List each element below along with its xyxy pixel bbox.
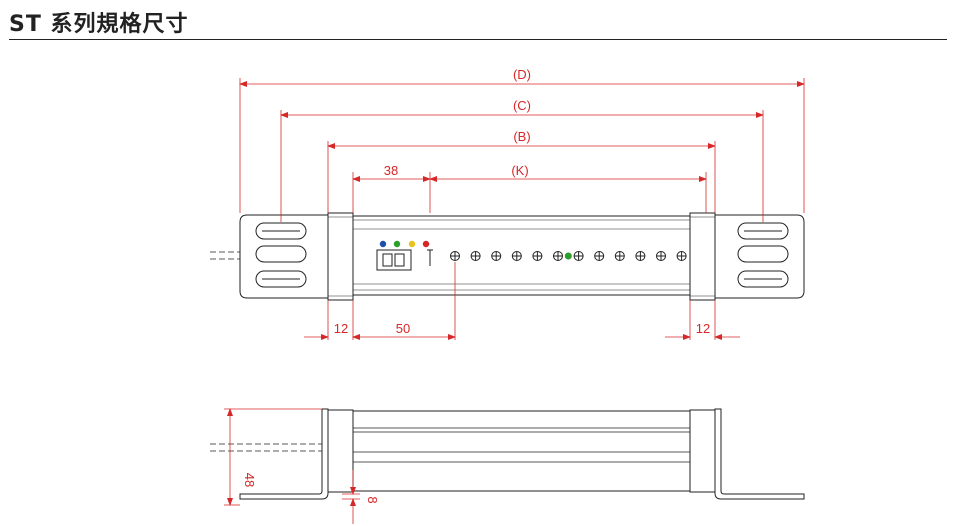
side-view — [210, 408, 805, 500]
beam-indicator-led — [564, 252, 572, 260]
right-l-bracket — [714, 408, 805, 500]
beam-lens-icon — [656, 251, 666, 261]
led-red — [422, 240, 430, 248]
top-view — [210, 212, 805, 301]
page-title: ST 系列規格尺寸 — [9, 12, 189, 37]
led-green — [393, 240, 401, 248]
cable-icon — [210, 443, 322, 452]
beam-lens-icon — [450, 251, 460, 261]
dim-label-k: (K) — [511, 163, 528, 178]
right-end-cap — [689, 212, 716, 301]
beam-lens-icon — [470, 251, 481, 261]
beam-lens-icon — [676, 251, 687, 261]
dim-label-d: (D) — [513, 67, 531, 82]
digit-display-icon — [376, 249, 412, 271]
sensor-body-side — [352, 410, 691, 492]
dim-label-8: 8 — [365, 496, 380, 503]
mounting-slot-icon — [737, 222, 789, 288]
beam-lens-icon — [635, 251, 646, 261]
dim-label-50: 50 — [396, 321, 410, 336]
dim-label-38: 38 — [384, 163, 398, 178]
beam-lens-icon — [511, 251, 522, 261]
right-bracket — [714, 214, 805, 299]
dim-label-12-right: 12 — [696, 321, 710, 336]
status-leds — [379, 240, 433, 266]
title-rule — [9, 39, 947, 40]
beam-lens-icon — [573, 251, 584, 261]
led-yellow — [408, 240, 416, 248]
top-dimensions — [239, 78, 805, 340]
dim-label-c: (C) — [513, 98, 531, 113]
dim-label-48: 48 — [242, 473, 257, 487]
dim-label-b: (B) — [513, 129, 530, 144]
beam-lens-icon — [614, 251, 625, 261]
beam-lens-icon — [532, 251, 543, 261]
mounting-slot-icon — [255, 222, 307, 288]
beam-row — [450, 251, 687, 261]
beam-lens-icon — [491, 251, 502, 261]
beam-lens-icon — [594, 251, 605, 261]
beam-lens-icon — [553, 251, 563, 261]
left-end-cap — [327, 212, 354, 301]
dim-label-12-left: 12 — [334, 321, 348, 336]
left-bracket — [239, 214, 329, 299]
led-blue — [379, 240, 387, 248]
